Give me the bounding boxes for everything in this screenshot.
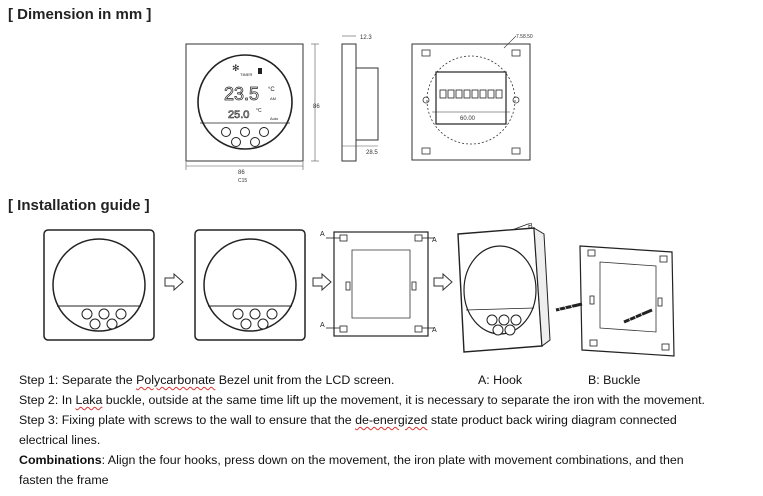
step-3-term: de-energized: [355, 413, 428, 427]
combinations-label: Combinations: [19, 453, 102, 467]
button-1: [221, 127, 231, 137]
display-circle: [197, 54, 293, 150]
height-dimension: 86: [313, 104, 320, 110]
button-3: [259, 127, 269, 137]
install-step1-device: [43, 229, 155, 341]
step-3-continued: electrical lines.: [19, 433, 101, 447]
hook-label: A: [320, 322, 325, 329]
install-angled-device: B: [457, 223, 551, 353]
install-plate-with-screws: [555, 245, 675, 357]
step-3-text-end: state product back wiring diagram connec…: [427, 413, 677, 427]
arrow-icon: [312, 272, 332, 292]
legend-buckle: B: Buckle: [588, 373, 641, 387]
step-1: Step 1: Separate the Polycarbonate Bezel…: [19, 373, 394, 387]
step-2-term: Laka: [75, 393, 103, 407]
step-1-text-end: Bezel unit from the LCD screen.: [215, 373, 395, 387]
main-temp: 23.5: [224, 84, 259, 104]
combinations-text: : Align the four hooks, press down on th…: [101, 453, 684, 467]
width-note: C15: [238, 178, 247, 184]
auto-label: Auto: [270, 116, 279, 121]
combinations: Combinations: Align the four hooks, pres…: [19, 453, 684, 467]
front-view-drawing: 86 C15 86 ✻ TIMER 23.5 °C AM 25.0 °C Aut…: [185, 43, 320, 184]
slot-dimension: 7.58.50: [516, 34, 533, 40]
am-label: AM: [270, 96, 276, 101]
hook-label: A: [432, 327, 437, 334]
hole-spacing-dimension: 60.00: [460, 116, 476, 122]
screw-icon: [623, 308, 653, 325]
legend-hook: A: Hook: [478, 373, 523, 387]
sub-unit: °C: [256, 108, 262, 114]
dimension-heading: [ Dimension in mm ]: [8, 6, 152, 23]
thickness-dimension: 12.3: [360, 35, 372, 41]
buckle-label: B: [528, 223, 533, 230]
side-view-drawing: 12.3 28.5: [341, 35, 379, 162]
step-2: Step 2: In Laka buckle, outside at the s…: [19, 393, 705, 407]
step-2-text: Step 2: In: [19, 393, 76, 407]
button-2: [240, 127, 250, 137]
svg-text:✻: ✻: [232, 63, 240, 73]
step-1-term: Polycarbonate: [136, 373, 216, 387]
main-unit: °C: [268, 87, 275, 93]
install-step2-device: [194, 229, 306, 341]
back-plate-drawing: 60.00 7.58.50: [411, 34, 533, 161]
terminal-row: [439, 89, 503, 99]
install-mounting-plate: A A A A: [320, 231, 437, 337]
installation-heading: [ Installation guide ]: [8, 197, 150, 214]
step-2-text-end: buckle, outside at the same time lift up…: [102, 393, 705, 407]
depth-dimension: 28.5: [366, 150, 378, 156]
screw-icon: [555, 302, 583, 315]
step-3: Step 3: Fixing plate with screws to the …: [19, 413, 677, 427]
timer-label: TIMER: [240, 72, 253, 77]
step-3-text: Step 3: Fixing plate with screws to the …: [19, 413, 356, 427]
button-5: [250, 137, 260, 147]
step-1-text: Step 1: Separate the: [19, 373, 137, 387]
hook-label: A: [320, 231, 325, 238]
arrow-icon: [164, 272, 184, 292]
arrow-icon: [433, 272, 453, 292]
sub-temp: 25.0: [228, 109, 249, 121]
combinations-continued: fasten the frame: [19, 473, 109, 487]
button-4: [231, 137, 241, 147]
width-dimension: 86: [238, 170, 245, 176]
hook-label: A: [432, 237, 437, 244]
